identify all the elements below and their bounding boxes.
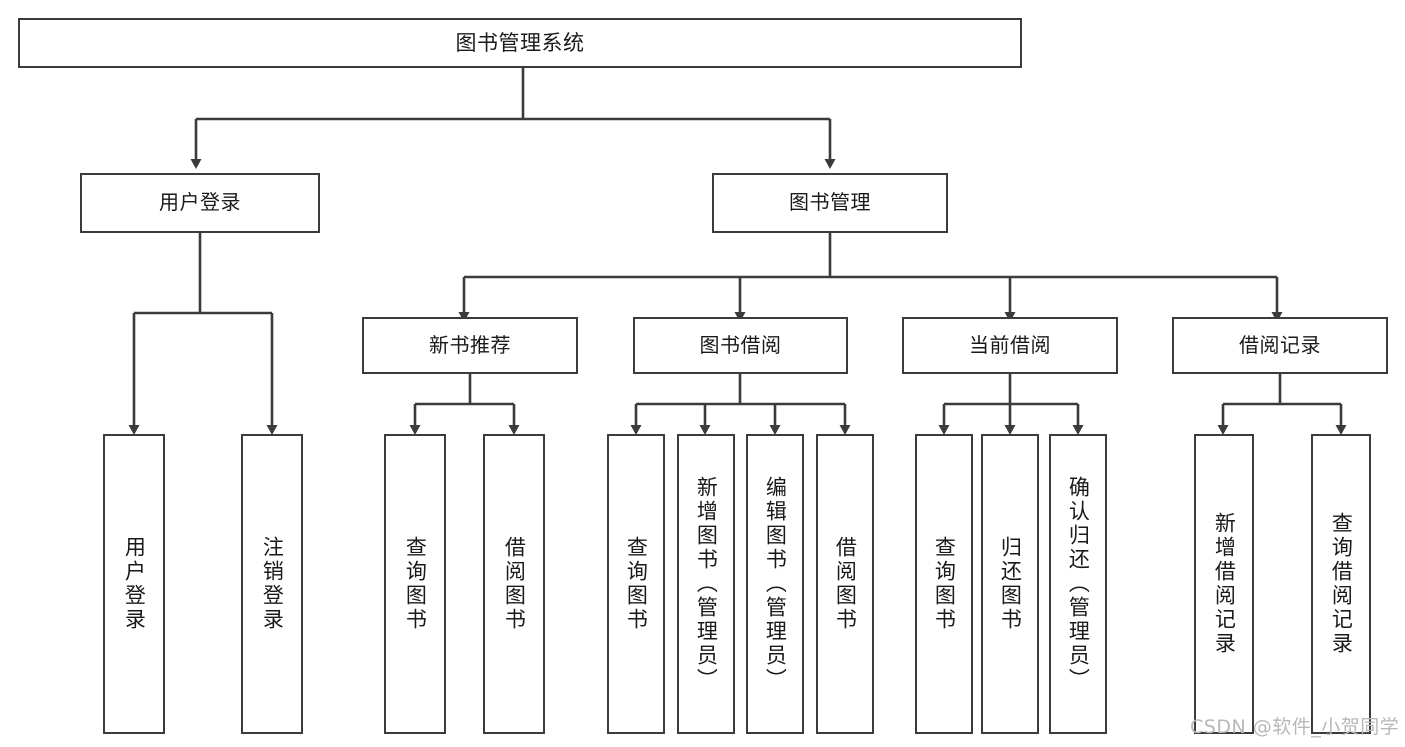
leaf-return-book[interactable]: 归还图书 [981,434,1039,734]
leaf-query-book-recommend[interactable]: 查询图书 [384,434,446,734]
leaf-borrow-book-recommend[interactable]: 借阅图书 [483,434,545,734]
node-label: 用户登录 [159,190,241,215]
node-label: 归还图书 [998,536,1023,632]
leaf-confirm-return-admin[interactable]: 确认归还（管理员） [1049,434,1107,734]
node-label: 借阅图书 [833,536,858,632]
node-label: 图书管理 [789,190,871,215]
leaf-query-book-borrow[interactable]: 查询图书 [607,434,665,734]
node-label: 图书借阅 [699,332,782,357]
leaf-add-book-admin[interactable]: 新增图书（管理员） [677,434,735,734]
node-label: 查询图书 [932,536,957,632]
node-label: 查询图书 [624,536,649,632]
node-borrow-record[interactable]: 借阅记录 [1172,317,1388,374]
node-label: 确认归还（管理员） [1066,476,1091,692]
leaf-query-book-current[interactable]: 查询图书 [915,434,973,734]
node-label: 编辑图书（管理员） [763,476,788,692]
leaf-logout-login[interactable]: 注销登录 [241,434,303,734]
node-user-login[interactable]: 用户登录 [80,173,320,233]
leaf-borrow-book[interactable]: 借阅图书 [816,434,874,734]
node-root-book-management-system[interactable]: 图书管理系统 [18,18,1022,68]
leaf-query-borrow-record[interactable]: 查询借阅记录 [1311,434,1371,734]
node-label: 图书管理系统 [455,30,585,55]
node-label: 新增图书（管理员） [694,476,719,692]
node-label: 借阅图书 [502,536,527,632]
node-current-borrow[interactable]: 当前借阅 [902,317,1118,374]
node-book-management[interactable]: 图书管理 [712,173,948,233]
leaf-add-borrow-record[interactable]: 新增借阅记录 [1194,434,1254,734]
leaf-edit-book-admin[interactable]: 编辑图书（管理员） [746,434,804,734]
node-book-borrow[interactable]: 图书借阅 [633,317,848,374]
node-label: 用户登录 [122,536,147,632]
node-label: 注销登录 [260,536,285,632]
node-label: 查询借阅记录 [1329,512,1354,656]
leaf-user-login[interactable]: 用户登录 [103,434,165,734]
node-label: 借阅记录 [1239,332,1321,357]
node-new-book-recommend[interactable]: 新书推荐 [362,317,578,374]
node-label: 查询图书 [403,536,428,632]
node-label: 当前借阅 [969,332,1051,357]
watermark: CSDN @软件_小贺同学 [1190,716,1400,738]
node-label: 新增借阅记录 [1212,512,1237,656]
node-label: 新书推荐 [429,332,511,357]
